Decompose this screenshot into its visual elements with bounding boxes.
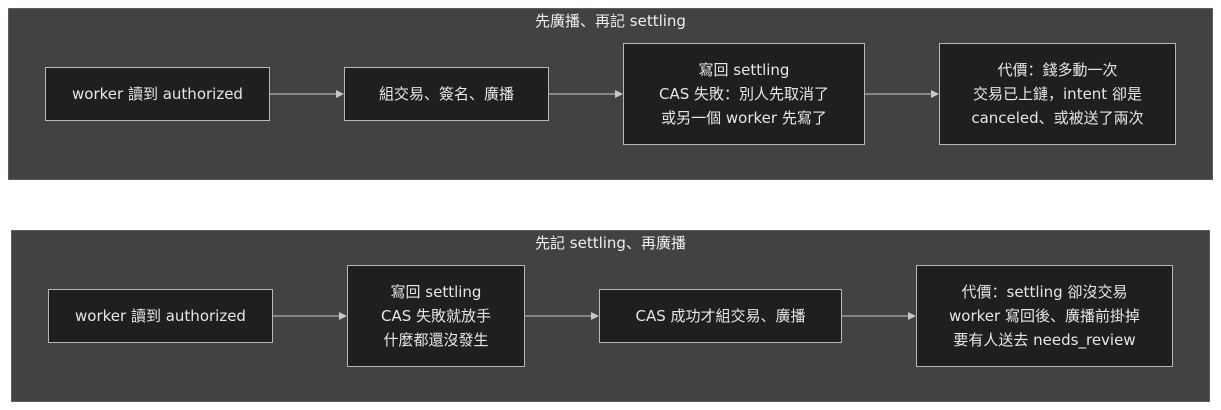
- node-line: CAS 失敗就放手: [380, 307, 492, 325]
- node-write-back-settling: 寫回 settling CAS 失敗：別人先取消了 或另一個 worker 先寫…: [623, 43, 865, 145]
- node-line: worker 寫回後、廣播前掛掉: [949, 307, 1140, 325]
- node-line: 什麼都還沒發生: [383, 331, 489, 349]
- panel-title: 先廣播、再記 settling: [535, 12, 686, 30]
- panel-title: 先記 settling、再廣播: [535, 234, 686, 252]
- node-cas-success-broadcast: CAS 成功才組交易、廣播: [599, 289, 842, 343]
- node-line: 代價：settling 卻沒交易: [961, 283, 1128, 301]
- node-line: 代價：錢多動一次: [997, 61, 1118, 79]
- node-line: worker 讀到 authorized: [72, 85, 243, 103]
- node-line: canceled、或被送了兩次: [971, 109, 1144, 127]
- node-worker-reads-authorized: worker 讀到 authorized: [45, 67, 270, 121]
- node-cost: 代價：錢多動一次 交易已上鏈，intent 卻是 canceled、或被送了兩次: [939, 43, 1176, 145]
- node-line: CAS 失敗：別人先取消了: [658, 85, 830, 103]
- node-line: 寫回 settling: [698, 61, 790, 79]
- node-build-sign-broadcast: 組交易、簽名、廣播: [344, 67, 549, 121]
- node-line: 寫回 settling: [390, 283, 482, 301]
- node-line: CAS 成功才組交易、廣播: [635, 307, 806, 325]
- node-write-back-settling: 寫回 settling CAS 失敗就放手 什麼都還沒發生: [347, 265, 525, 367]
- node-worker-reads-authorized: worker 讀到 authorized: [48, 289, 273, 343]
- node-line: 組交易、簽名、廣播: [378, 85, 514, 103]
- node-line: 交易已上鏈，intent 卻是: [973, 85, 1142, 103]
- node-cost: 代價：settling 卻沒交易 worker 寫回後、廣播前掛掉 要有人送去 …: [916, 265, 1173, 367]
- node-line: 要有人送去 needs_review: [953, 331, 1136, 349]
- node-line: 或另一個 worker 先寫了: [661, 109, 827, 127]
- node-line: worker 讀到 authorized: [75, 307, 246, 325]
